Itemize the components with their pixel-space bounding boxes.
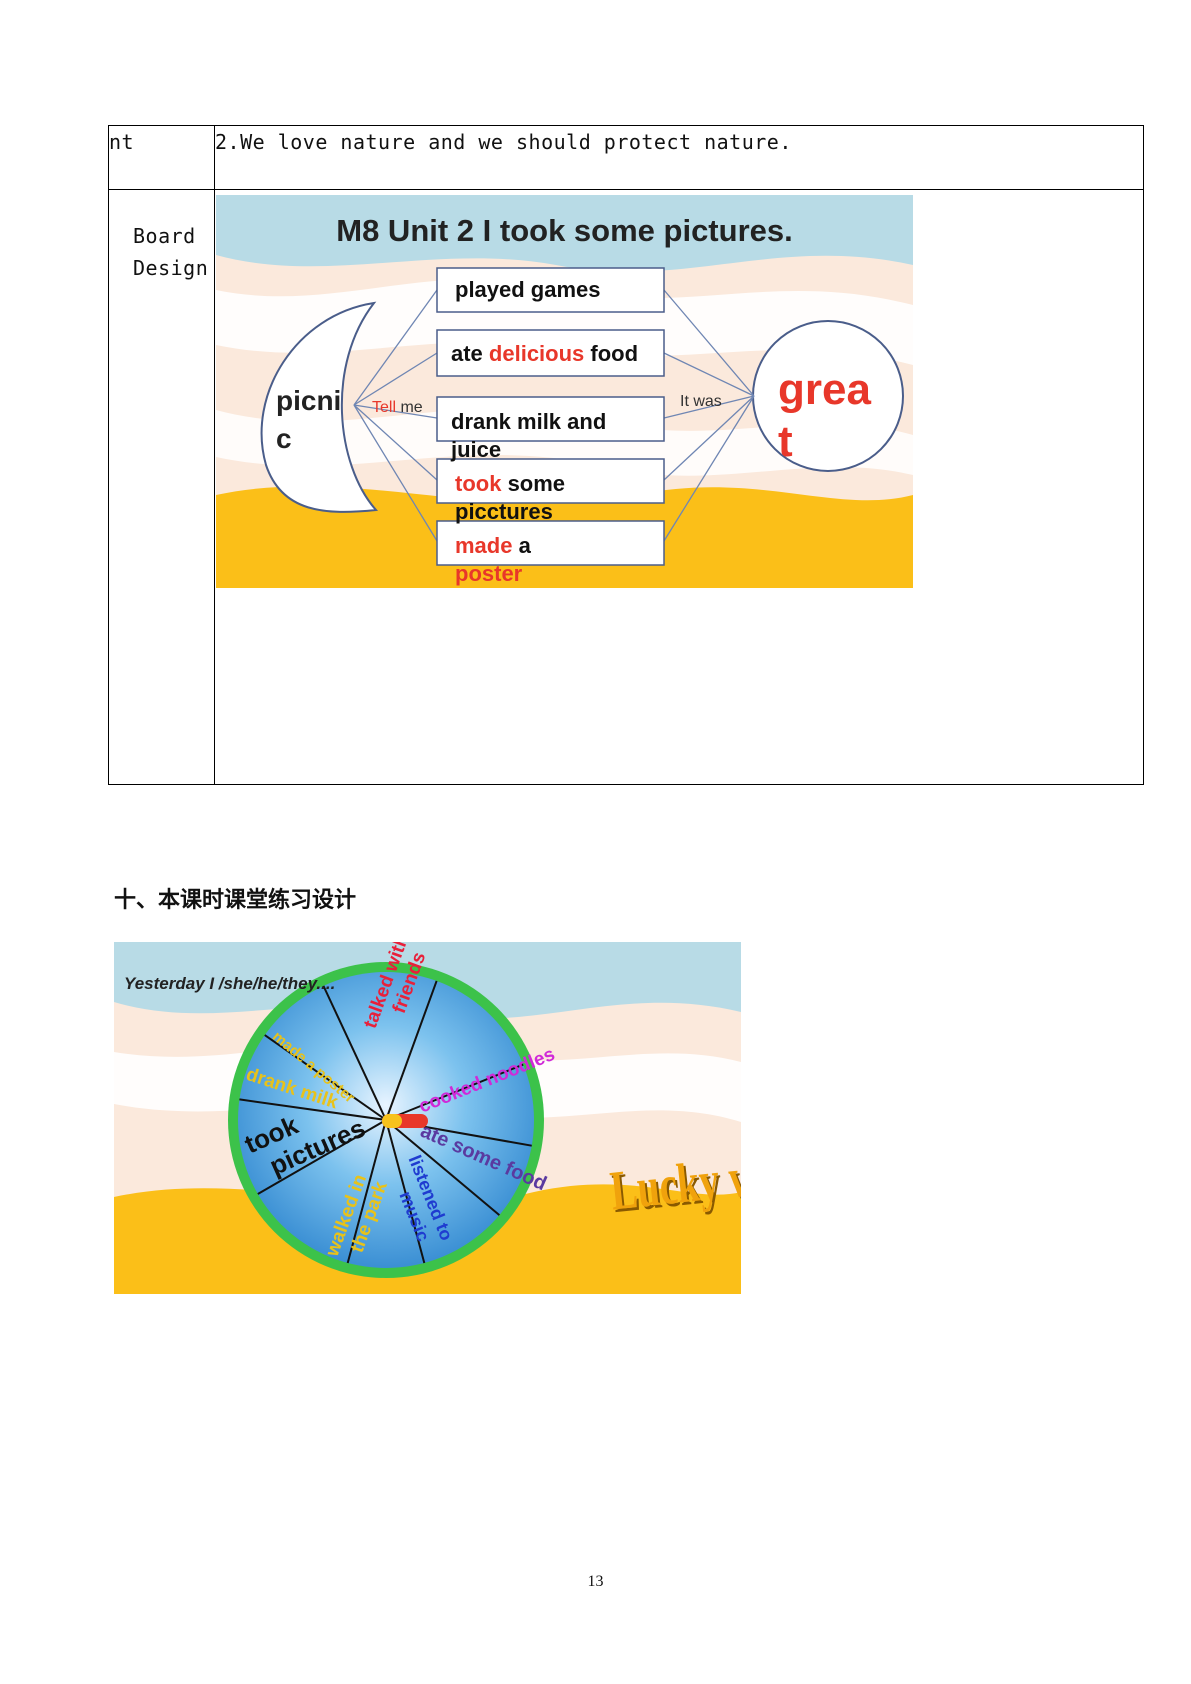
page-number: 13 (587, 1573, 604, 1590)
box-text: ate (451, 341, 489, 366)
it-was-label: It was (680, 393, 722, 410)
wheel-spoke (385, 1119, 501, 1216)
lesson-table (108, 125, 1144, 785)
wheel-slide-background (114, 942, 741, 1294)
box-text-highlight: made (455, 533, 513, 558)
box-made-a-line2: poster (455, 561, 523, 586)
tell-me-label: Tell me (372, 399, 423, 417)
tell-text: Tell (372, 399, 397, 416)
box-took-some: took some (455, 471, 565, 497)
box-ate-delicious-food: ate delicious food (451, 341, 638, 367)
box-text-highlight: took (455, 471, 502, 496)
wheel-spoke (385, 980, 438, 1121)
slide-background (216, 195, 913, 588)
box-text: some (501, 471, 566, 496)
slide-title: M8 Unit 2 I took some pictures. (336, 213, 793, 248)
wheel-spoke (385, 1063, 524, 1121)
board-design-label-2: Design (133, 256, 209, 280)
wheel-prompt: Yesterday I /she/he/they.... (124, 974, 336, 993)
box-text: food (584, 341, 639, 366)
box-text: drank milk and (451, 409, 607, 434)
wheel-spoke (239, 1098, 387, 1121)
box-text: played games (455, 277, 601, 302)
box-took-some-line2: picctures (455, 499, 553, 524)
wheel-spoke (346, 1119, 387, 1264)
board-design-slide: M8 Unit 2 I took some pictures. played g… (216, 195, 913, 588)
box-drank-milk: drank milk and (451, 409, 606, 435)
wheel-spoke (385, 1119, 426, 1264)
wheel-spoke (322, 985, 387, 1121)
table-row-divider (108, 189, 1144, 190)
me-text: me (396, 399, 423, 416)
box-played-games: played games (455, 277, 601, 303)
box-made-a: made a (455, 533, 531, 559)
row1-right-cell: 2.We love nature and we should protect n… (215, 130, 792, 154)
right-word-line2: t (778, 417, 793, 466)
left-word-line2: c (276, 423, 292, 454)
board-design-label-1: Board (133, 224, 196, 248)
row1-left-cell: nt (109, 130, 135, 154)
wheel-spoke (257, 1119, 387, 1195)
wheel-spoke (264, 1034, 387, 1121)
box-text: a (512, 533, 531, 558)
left-word-line1: picni (276, 385, 342, 416)
right-word-line1: grea (778, 365, 871, 414)
lucky-wheel-slide: Yesterday I /she/he/they.... Lucky wheel… (114, 942, 741, 1294)
table-column-divider (214, 125, 215, 785)
box-text-highlight: delicious (488, 341, 585, 366)
box-drank-milk-line2: juice (451, 437, 502, 462)
section-heading: 十、本课时课堂练习设计 (114, 888, 357, 913)
